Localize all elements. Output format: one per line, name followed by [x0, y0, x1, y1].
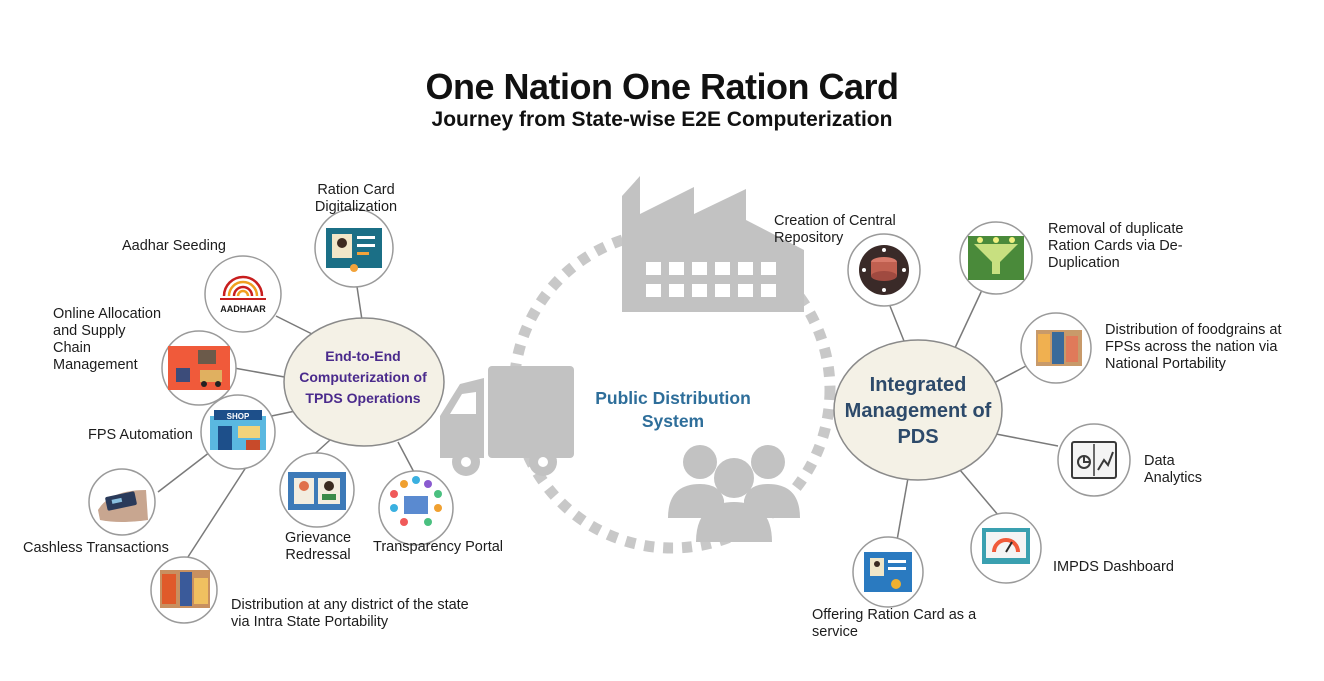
- label-cashless: Cashless Transactions: [23, 540, 169, 556]
- left-hub-bubble: [283, 317, 445, 447]
- node-grievance: [279, 452, 355, 528]
- right-hub-bubble: [833, 339, 1003, 481]
- label-online-allocation: Online Allocation and Supply Chain Manag…: [53, 306, 162, 373]
- node-intra-state: [150, 556, 218, 624]
- right-hub-label: Integrated Management of PDS: [844, 374, 992, 448]
- node-aadhar: AADHAAR: [204, 255, 282, 333]
- factory-icon: [622, 176, 804, 312]
- node-national-portability: [1020, 312, 1092, 384]
- node-ration-card: [314, 208, 394, 288]
- node-impds: [970, 512, 1042, 584]
- label-grievance: Grievance Redressal: [284, 530, 352, 563]
- people-icon: [668, 445, 800, 542]
- label-central-repo: Creation of Central Repository: [774, 213, 896, 246]
- label-aadhar: Aadhar Seeding: [122, 238, 226, 254]
- aadhaar-logo-text: AADHAAR: [220, 304, 266, 314]
- label-offering: Offering Ration Card as a service: [812, 607, 977, 640]
- label-ration-card: Ration Card Digitalization: [314, 182, 398, 215]
- right-connectors: [889, 289, 1059, 547]
- left-hub-label: End-to-End Computerization of TPDS Opera…: [299, 348, 427, 406]
- node-central-repo: [847, 233, 921, 307]
- label-national-portability: Distribution of foodgrains at FPSs acros…: [1105, 322, 1282, 372]
- center-label: Public Distribution System: [595, 388, 751, 431]
- page-subtitle: Journey from State-wise E2E Computerizat…: [431, 108, 893, 131]
- node-cashless: [88, 468, 156, 536]
- node-transparency: [378, 470, 454, 546]
- node-offering: [852, 536, 924, 608]
- page-title: One Nation One Ration Card: [425, 66, 899, 107]
- label-transparency: Transparency Portal: [373, 539, 504, 555]
- node-analytics: [1057, 423, 1131, 497]
- node-fps-automation: SHOP: [200, 394, 276, 470]
- label-analytics: Data Analytics: [1144, 453, 1203, 486]
- label-intra-state: Distribution at any district of the stat…: [231, 597, 469, 630]
- label-fps-automation: FPS Automation: [88, 427, 193, 443]
- label-impds: IMPDS Dashboard: [1053, 559, 1174, 575]
- truck-icon: [440, 366, 574, 476]
- shop-sign-text: SHOP: [227, 412, 250, 421]
- label-dedup: Removal of duplicate Ration Cards via De…: [1048, 221, 1184, 271]
- node-online-allocation: [161, 330, 237, 406]
- node-dedup: [959, 221, 1033, 295]
